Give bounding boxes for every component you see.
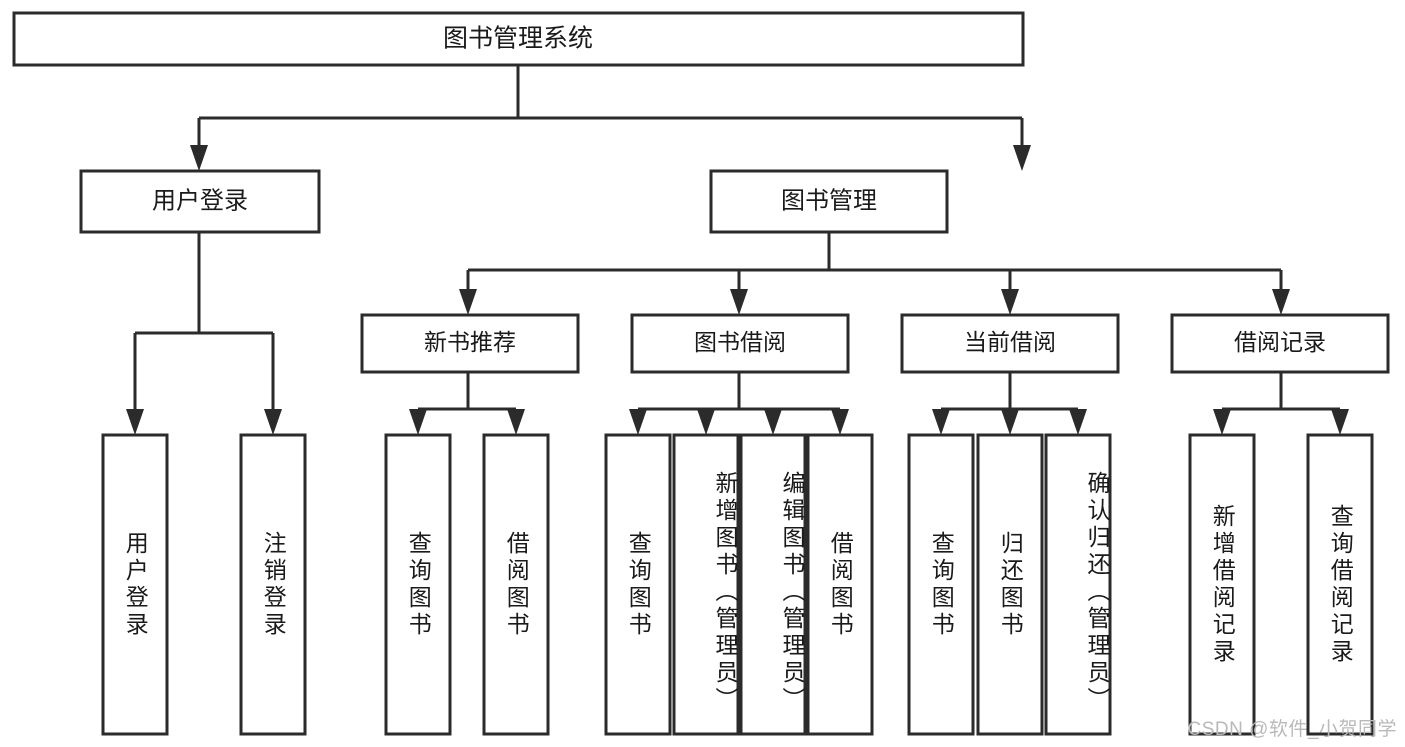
connector-borrow-record-to-leaves bbox=[1222, 372, 1340, 411]
arrow-to-leaf-return-book bbox=[1001, 409, 1019, 435]
leaf-box-return-book[interactable] bbox=[976, 433, 1044, 736]
arrow-to-leaf-borrow-book-1 bbox=[507, 409, 525, 435]
leaf-box-add-book[interactable] bbox=[672, 433, 740, 736]
node-user-login-label: 用户登录 bbox=[152, 187, 248, 214]
node-root-system[interactable]: 图书管理系统 bbox=[12, 11, 1025, 67]
leaf-box-add-record[interactable] bbox=[1188, 433, 1256, 736]
connector-current-borrow-to-leaves bbox=[941, 372, 1078, 411]
arrow-to-leaf-query-book-2 bbox=[629, 409, 647, 435]
arrow-to-leaf-edit-book bbox=[764, 409, 782, 435]
leaf-box-borrow-book-1[interactable] bbox=[482, 433, 550, 736]
arrow-to-book-borrow bbox=[730, 289, 748, 315]
leaf-box-query-book-1[interactable] bbox=[384, 433, 452, 736]
leaf-box-user-login[interactable] bbox=[101, 433, 169, 736]
leaf-box-edit-book[interactable] bbox=[739, 433, 807, 736]
node-book-borrow[interactable]: 图书借阅 bbox=[630, 313, 850, 374]
arrow-to-leaf-add-record bbox=[1213, 409, 1231, 435]
node-current-borrow-label: 当前借阅 bbox=[964, 329, 1056, 355]
node-root-label: 图书管理系统 bbox=[443, 25, 593, 53]
leaf-box-confirm-return[interactable] bbox=[1044, 433, 1112, 736]
leaf-box-query-book-2[interactable] bbox=[604, 433, 672, 736]
node-user-login[interactable]: 用户登录 bbox=[79, 169, 321, 234]
arrow-to-leaf-borrow-book-2 bbox=[831, 409, 849, 435]
csdn-watermark: CSDN @软件_小贺同学 bbox=[1187, 719, 1397, 740]
node-current-borrow[interactable]: 当前借阅 bbox=[900, 313, 1120, 374]
leaf-boxes bbox=[101, 433, 1374, 736]
arrow-to-leaf-logout-login bbox=[264, 409, 282, 435]
arrow-to-leaf-confirm-return bbox=[1069, 409, 1087, 435]
arrow-to-leaf-query-book-3 bbox=[932, 409, 950, 435]
arrow-to-current-borrow bbox=[1001, 289, 1019, 315]
connector-book-management-to-level3 bbox=[466, 232, 1283, 289]
node-book-borrow-label: 图书借阅 bbox=[694, 329, 786, 355]
arrow-to-leaf-user-login bbox=[126, 409, 144, 435]
arrow-to-leaf-query-book-1 bbox=[409, 409, 427, 435]
arrow-to-user-login bbox=[190, 145, 208, 171]
arrow-to-new-book-recommend bbox=[459, 289, 477, 315]
node-book-management-label: 图书管理 bbox=[781, 187, 877, 214]
node-borrow-record[interactable]: 借阅记录 bbox=[1170, 313, 1390, 374]
connector-book-borrow-to-leaves bbox=[638, 372, 840, 411]
node-book-management[interactable]: 图书管理 bbox=[709, 169, 949, 234]
node-borrow-record-label: 借阅记录 bbox=[1234, 329, 1326, 355]
arrow-to-book-management bbox=[1013, 145, 1031, 171]
leaf-box-query-book-3[interactable] bbox=[907, 433, 975, 736]
node-new-book-recommend[interactable]: 新书推荐 bbox=[360, 313, 580, 374]
node-new-book-recommend-label: 新书推荐 bbox=[424, 329, 516, 355]
connector-user-login-to-leaves bbox=[133, 232, 275, 409]
arrow-to-borrow-record bbox=[1272, 289, 1290, 315]
leaf-box-query-record[interactable] bbox=[1306, 433, 1374, 736]
leaf-box-borrow-book-2[interactable] bbox=[806, 433, 874, 736]
connector-new-book-recommend-to-leaves bbox=[418, 372, 516, 411]
connector-root-to-level2 bbox=[197, 65, 1024, 145]
leaf-box-logout-login[interactable] bbox=[239, 433, 307, 736]
arrow-to-leaf-query-record bbox=[1331, 409, 1349, 435]
arrow-to-leaf-add-book bbox=[697, 409, 715, 435]
